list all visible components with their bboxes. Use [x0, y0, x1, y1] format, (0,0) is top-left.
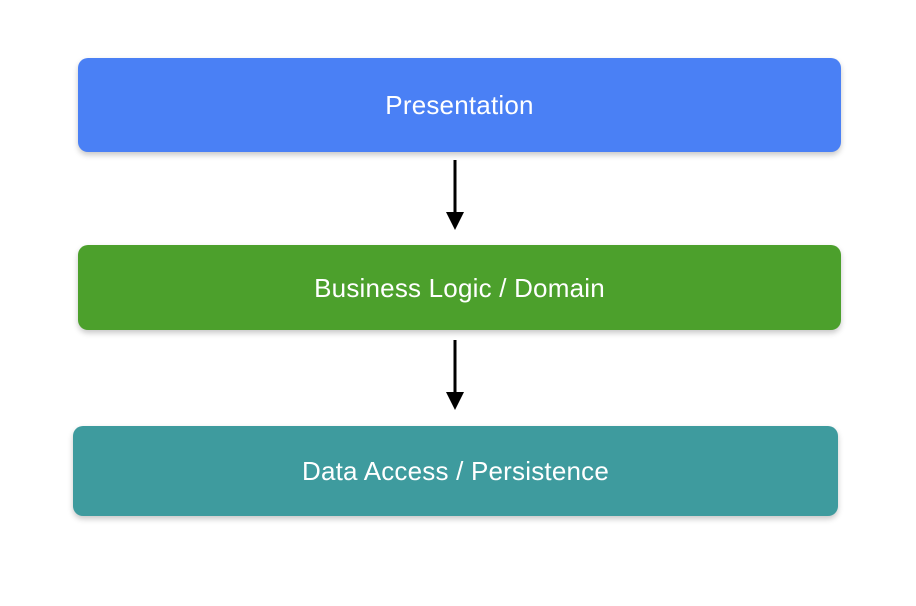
layer-box-presentation[interactable]: Presentation [78, 58, 841, 152]
layer-box-data-access[interactable]: Data Access / Persistence [73, 426, 838, 516]
layer-box-business-logic[interactable]: Business Logic / Domain [78, 245, 841, 330]
layer-label-business-logic: Business Logic / Domain [314, 272, 605, 303]
layer-label-data-access: Data Access / Persistence [301, 456, 610, 486]
down-arrow-icon-business-to-data [446, 340, 464, 410]
layer-label-presentation: Presentation [385, 90, 534, 120]
down-arrow-icon-presentation-to-business [446, 160, 464, 230]
